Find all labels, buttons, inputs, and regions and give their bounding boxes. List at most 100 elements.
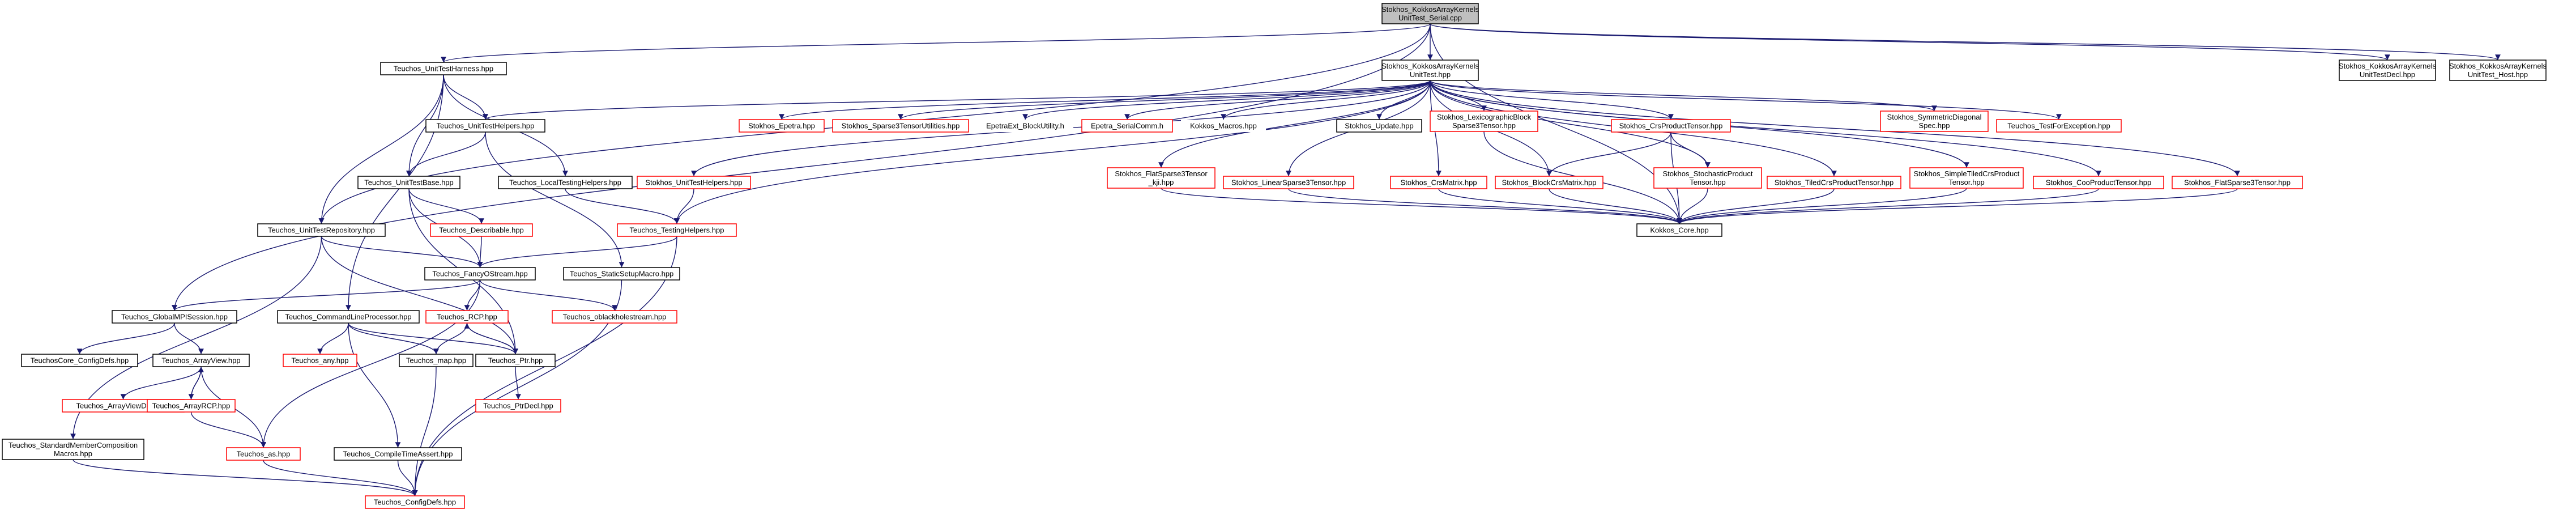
node-label-update: Stokhos_Update.hpp: [1345, 122, 1413, 130]
node-gmpi[interactable]: Teuchos_GlobalMPISession.hpp: [112, 310, 237, 324]
node-serialcomm[interactable]: Epetra_SerialComm.h: [1081, 119, 1173, 133]
node-macros[interactable]: Kokkos_Macros.hpp: [1181, 120, 1266, 132]
node-uth2[interactable]: Stokhos_UnitTestHelpers.hpp: [637, 176, 751, 189]
node-ssm[interactable]: Teuchos_StaticSetupMacro.hpp: [563, 267, 680, 281]
node-label-stochprod: Stokhos_StochasticProduct: [1663, 169, 1753, 178]
node-label-khost: UnitTest_Host.hpp: [2468, 70, 2528, 79]
node-linear[interactable]: Stokhos_LinearSparse3Tensor.hpp: [1223, 176, 1354, 189]
node-box-utbase: [357, 176, 460, 189]
node-clp[interactable]: Teuchos_CommandLineProcessor.hpp: [277, 310, 420, 324]
node-box-localth: [498, 176, 633, 189]
edge-arrayview-to-avdecl: [120, 366, 202, 400]
node-label-uth2: Stokhos_UnitTestHelpers.hpp: [645, 179, 742, 187]
node-testhelpers[interactable]: Teuchos_TestingHelpers.hpp: [617, 223, 737, 237]
node-as[interactable]: Teuchos_as.hpp: [226, 447, 301, 461]
node-box-uth2: [637, 176, 751, 189]
node-box-blockcrs: [1495, 176, 1603, 189]
node-box-serialcomm: [1081, 119, 1173, 133]
node-arrayview[interactable]: Teuchos_ArrayView.hpp: [152, 354, 250, 367]
node-utrepo[interactable]: Teuchos_UnitTestRepository.hpp: [257, 223, 386, 237]
node-configdefs[interactable]: Teuchos_ConfigDefs.hpp: [365, 495, 465, 509]
node-label-root: UnitTest_Serial.cpp: [1398, 14, 1462, 22]
dependency-edges: [70, 23, 2501, 496]
node-update[interactable]: Stokhos_Update.hpp: [1336, 119, 1422, 133]
node-ptr[interactable]: Teuchos_Ptr.hpp: [475, 354, 556, 367]
node-label-simpletiled: Stokhos_SimpleTiledCrsProduct: [1914, 169, 2020, 178]
edge-kaut-to-epetraext: [1022, 80, 1431, 120]
node-box-any: [283, 354, 357, 367]
node-uth[interactable]: Teuchos_UnitTestHarness.hpp: [380, 62, 507, 75]
node-box-khost: [2449, 60, 2547, 81]
edge-arcp-to-arrayview: [190, 366, 204, 400]
node-box-map: [399, 354, 474, 367]
node-label-kdecl: Stokhos_KokkosArrayKernels: [2339, 62, 2436, 70]
node-oblack[interactable]: Teuchos_oblackholestream.hpp: [552, 310, 677, 324]
node-label-utbase: Teuchos_UnitTestBase.hpp: [364, 179, 454, 187]
node-box-ccd: [21, 354, 138, 367]
node-label-oblack: Teuchos_oblackholestream.hpp: [563, 313, 667, 321]
node-crsmatrix[interactable]: Stokhos_CrsMatrix.hpp: [1390, 176, 1487, 189]
node-box-kaut: [1381, 60, 1479, 81]
edge-ptr-to-ptrdecl: [515, 366, 521, 400]
node-label-cta: Teuchos_CompileTimeAssert.hpp: [343, 450, 453, 458]
node-flatkji[interactable]: Stokhos_FlatSparse3Tensor_kji.hpp: [1107, 167, 1216, 189]
node-box-arrayview: [152, 354, 250, 367]
node-label-tfe: Teuchos_TestForException.hpp: [2007, 122, 2110, 130]
node-cooprod[interactable]: Stokhos_CooProductTensor.hpp: [2033, 176, 2164, 189]
node-khost[interactable]: Stokhos_KokkosArrayKernelsUnitTest_Host.…: [2449, 60, 2547, 81]
node-epetraext[interactable]: EpetraExt_BlockUtility.h: [977, 120, 1073, 132]
node-box-tiledcrs: [1767, 176, 1901, 189]
node-arcp[interactable]: Teuchos_ArrayRCP.hpp: [147, 399, 236, 413]
node-cta[interactable]: Teuchos_CompileTimeAssert.hpp: [334, 447, 462, 461]
node-box-simpletiled: [1909, 167, 2024, 189]
edge-uthelpers-to-ssm: [485, 131, 625, 268]
node-root[interactable]: Stokhos_KokkosArrayKernelsUnitTest_Seria…: [1381, 3, 1479, 24]
edge-ptr-to-rcp: [464, 322, 516, 355]
node-flatsparse[interactable]: Stokhos_FlatSparse3Tensor.hpp: [2172, 176, 2303, 189]
node-any[interactable]: Teuchos_any.hpp: [283, 354, 357, 367]
node-utbase[interactable]: Teuchos_UnitTestBase.hpp: [357, 176, 460, 189]
node-tfe[interactable]: Teuchos_TestForException.hpp: [1996, 119, 2122, 133]
node-blockcrs[interactable]: Stokhos_BlockCrsMatrix.hpp: [1495, 176, 1603, 189]
node-label-uth: Teuchos_UnitTestHarness.hpp: [394, 65, 493, 73]
node-kcore[interactable]: Kokkos_Core.hpp: [1636, 223, 1722, 237]
node-box-uth: [380, 62, 507, 75]
edge-blockcrs-to-kcore: [1549, 188, 1682, 224]
edge-uth-to-uthelpers: [443, 74, 488, 120]
node-uthelpers[interactable]: Teuchos_UnitTestHelpers.hpp: [425, 119, 545, 133]
node-label-flatkji: Stokhos_FlatSparse3Tensor: [1115, 169, 1208, 178]
node-smc[interactable]: Teuchos_StandardMemberCompositionMacros.…: [2, 439, 144, 460]
node-box-ssm: [563, 267, 680, 281]
node-tiledcrs[interactable]: Stokhos_TiledCrsProductTensor.hpp: [1767, 176, 1901, 189]
node-rcp[interactable]: Teuchos_RCP.hpp: [425, 310, 509, 324]
node-label-rcp: Teuchos_RCP.hpp: [437, 313, 497, 321]
edge-crsmatrix-to-kcore: [1438, 188, 1682, 224]
node-lexi[interactable]: Stokhos_LexicographicBlockSparse3Tensor.…: [1430, 111, 1538, 132]
node-ptrdecl[interactable]: Teuchos_PtrDecl.hpp: [475, 399, 561, 413]
node-label-epetra: Stokhos_Epetra.hpp: [748, 122, 815, 130]
node-box-update: [1336, 119, 1422, 133]
node-fos[interactable]: Teuchos_FancyOStream.hpp: [424, 267, 536, 281]
node-box-kcore: [1636, 223, 1722, 237]
node-label-kcore: Kokkos_Core.hpp: [1650, 226, 1708, 235]
node-epetra[interactable]: Stokhos_Epetra.hpp: [739, 119, 825, 133]
node-describable[interactable]: Teuchos_Describable.hpp: [430, 223, 533, 237]
node-localth[interactable]: Teuchos_LocalTestingHelpers.hpp: [498, 176, 633, 189]
node-box-fos: [424, 267, 536, 281]
edge-root-to-gmpi: [172, 23, 1431, 311]
node-label-ccd: TeuchosCore_ConfigDefs.hpp: [31, 356, 129, 365]
node-ccd[interactable]: TeuchosCore_ConfigDefs.hpp: [21, 354, 138, 367]
node-crsprod[interactable]: Stokhos_CrsProductTensor.hpp: [1611, 119, 1731, 133]
node-spt[interactable]: Stokhos_Sparse3TensorUtilities.hpp: [832, 119, 969, 133]
node-map[interactable]: Teuchos_map.hpp: [399, 354, 474, 367]
node-label-crsprod: Stokhos_CrsProductTensor.hpp: [1619, 122, 1723, 130]
node-label-clp: Teuchos_CommandLineProcessor.hpp: [285, 313, 411, 321]
node-label-lexi: Sparse3Tensor.hpp: [1452, 121, 1516, 130]
node-label-symdiag: Spec.hpp: [1919, 121, 1950, 130]
node-label-uthelpers: Teuchos_UnitTestHelpers.hpp: [437, 122, 535, 130]
node-kdecl[interactable]: Stokhos_KokkosArrayKernelsUnitTestDecl.h…: [2339, 60, 2436, 81]
